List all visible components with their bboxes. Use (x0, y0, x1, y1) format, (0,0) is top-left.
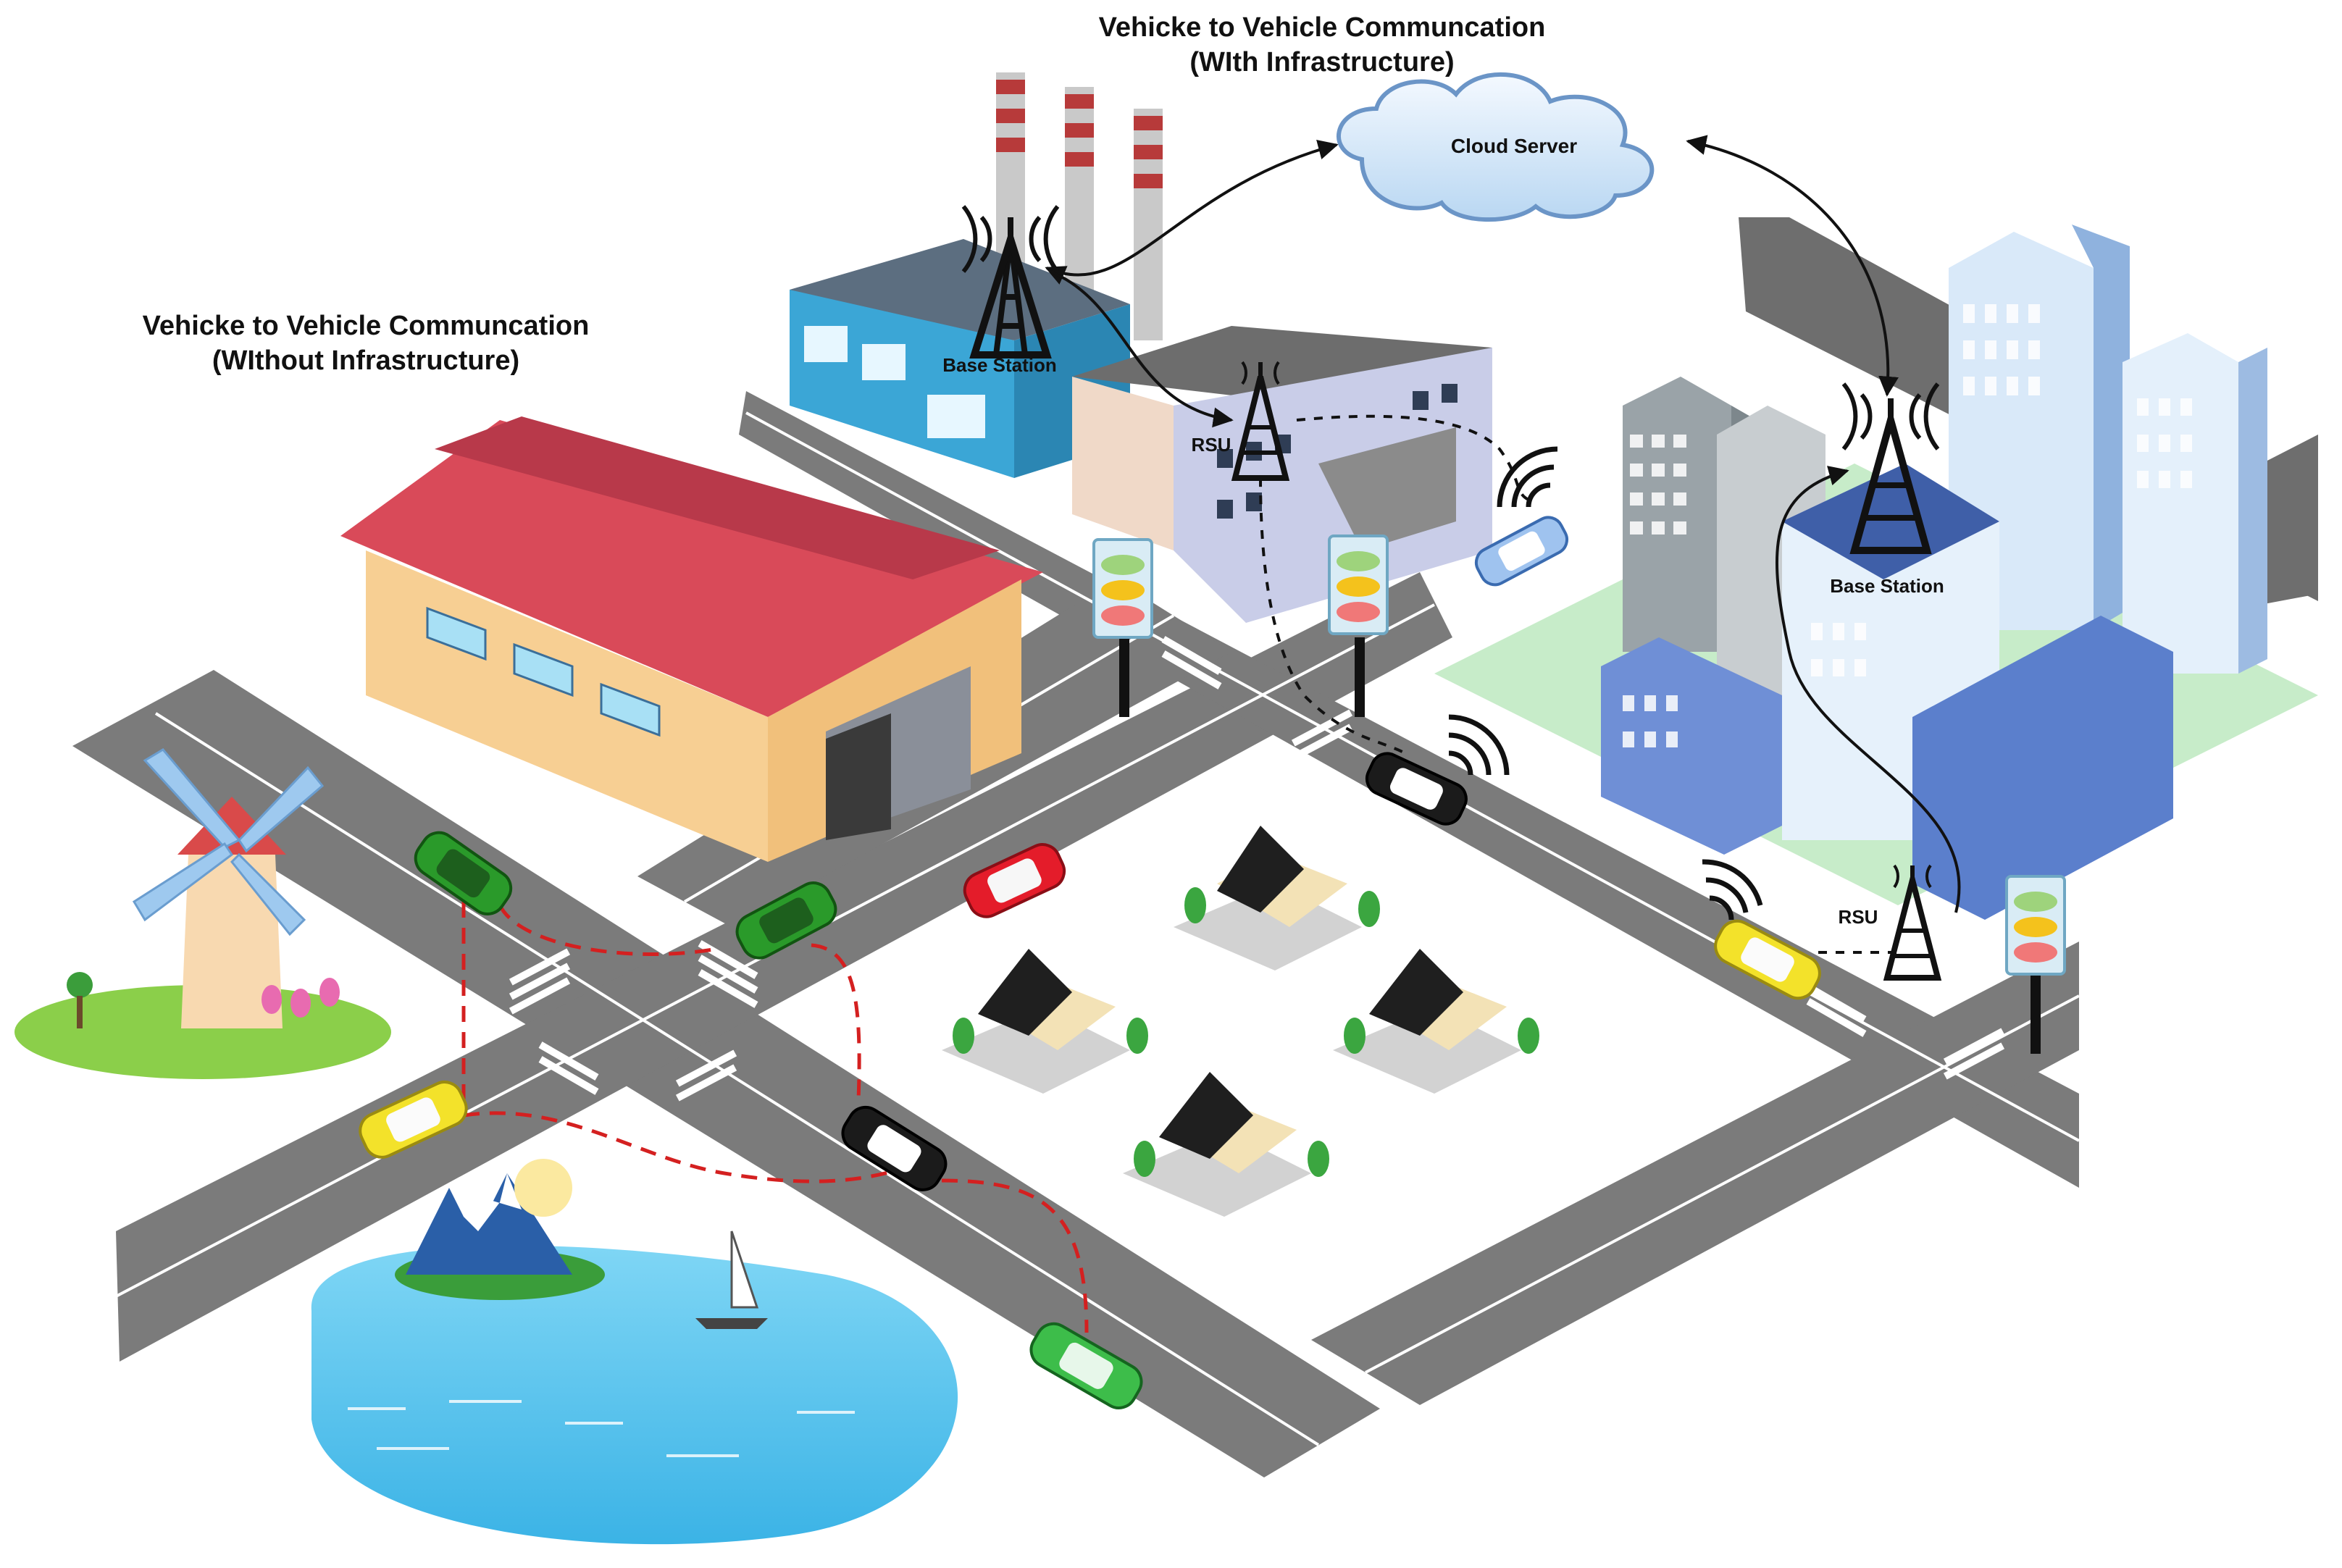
factory (790, 72, 1492, 623)
office-garage (1318, 427, 1456, 550)
car-yellow (359, 1081, 468, 1159)
traffic-lights (1092, 534, 2066, 1054)
wifi-signal-icon (1702, 859, 1763, 921)
tower-building-side (2238, 348, 2267, 674)
base-station-label: Base Station (942, 354, 1057, 376)
road-lower-right (1311, 942, 2079, 1405)
house (1174, 826, 1362, 970)
tower-building (1623, 377, 1731, 652)
link-base-to-rsu (1050, 270, 1234, 428)
low-building (1601, 637, 1782, 855)
car-yellow (1714, 919, 1821, 1000)
car-black (1365, 752, 1468, 826)
warehouse-roof (340, 420, 1043, 717)
mountain (406, 1173, 572, 1275)
windmill-blades (132, 748, 325, 936)
v2v-link (941, 1178, 1089, 1333)
lake (311, 1245, 958, 1545)
radio-tower-icon (961, 205, 1060, 359)
tower-building (2123, 333, 2238, 674)
house (942, 949, 1130, 1094)
city-block (1434, 225, 2318, 920)
link-cloud-to-base (1686, 135, 1899, 397)
base-station-roof (1782, 464, 1999, 579)
rsu-label: RSU (1839, 906, 1878, 928)
link-base-to-rsu-right (1776, 466, 1961, 913)
base-station-label: Base Station (1830, 575, 1944, 597)
infra-links (1045, 135, 1961, 913)
title-without-infra-line2: (WIthout Infrastructure) (212, 345, 519, 376)
sun (514, 1159, 572, 1217)
v2v-link (811, 943, 861, 1102)
low-building (1912, 616, 2173, 920)
radio-tower-icon (1231, 361, 1290, 481)
car-black (841, 1105, 948, 1191)
car-green (414, 831, 513, 915)
radio-tower-icon (1841, 382, 1940, 554)
lake-scene (311, 1159, 958, 1545)
v2v-link (498, 904, 718, 956)
car-red (963, 843, 1066, 918)
vehicles (359, 516, 1821, 1409)
car-green-light (1029, 1322, 1143, 1409)
wifi-signal-icon (1497, 446, 1558, 508)
v2v-links (461, 902, 1089, 1333)
city-windows (1623, 304, 2192, 747)
cloud-server-label: Cloud Server (1451, 135, 1577, 157)
office-roof (1072, 326, 1492, 406)
wifi-signal-icon (1448, 714, 1510, 776)
factory-roof (790, 239, 1130, 340)
signals (1448, 446, 1763, 921)
warehouse (340, 416, 1043, 862)
houses (942, 826, 1539, 1217)
chimney (1134, 109, 1163, 340)
traffic-light-icon (2005, 875, 2066, 1054)
tower-building-side (2072, 225, 2130, 630)
radio-tower-icon (1883, 864, 1942, 981)
sailboat (730, 1230, 759, 1309)
car-green (735, 881, 837, 960)
v2v-link (463, 1111, 899, 1183)
windmill-garden (14, 748, 391, 1079)
lane-line (154, 712, 1320, 1446)
car-blue (1474, 516, 1569, 587)
crosswalks (509, 636, 2005, 1102)
lane-line (1365, 994, 2080, 1374)
title-without-infra-line1: Vehicke to Vehicle Communcation (143, 311, 590, 341)
title-with-infra-line2: (WIth Infrastructure) (1189, 47, 1454, 77)
cloud-icon (1337, 72, 1655, 222)
traffic-light-icon (1328, 534, 1389, 717)
house (1333, 949, 1521, 1094)
house (1123, 1072, 1311, 1217)
link-base-to-cloud (1045, 139, 1339, 285)
traffic-light-icon (1092, 538, 1153, 717)
rsu-label: RSU (1192, 434, 1231, 456)
warehouse-roof-ridge (435, 416, 1000, 579)
office-wall (1072, 377, 1174, 550)
windmill-body (181, 855, 283, 1028)
title-with-infra-line1: Vehicke to Vehicle Communcation (1099, 12, 1546, 43)
